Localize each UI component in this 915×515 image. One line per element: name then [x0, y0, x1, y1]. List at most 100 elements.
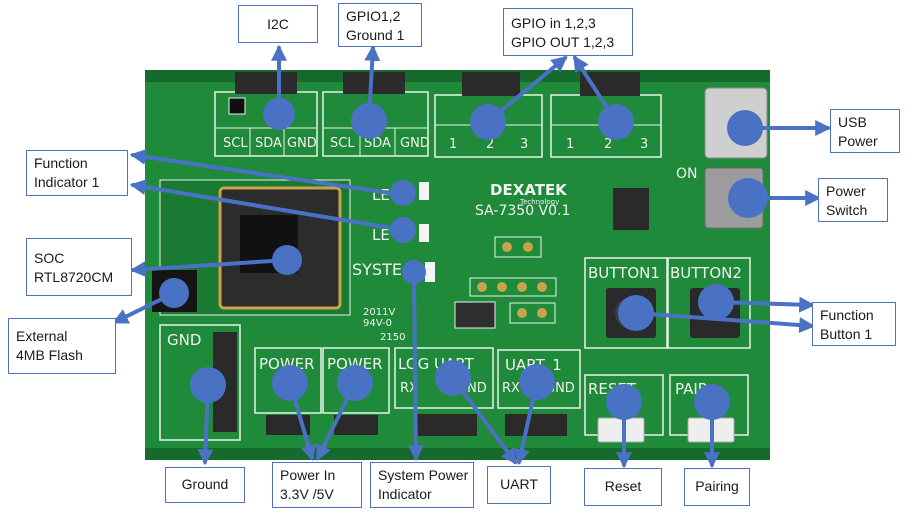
callout-reset: Reset: [584, 468, 662, 506]
regulator-chip: [613, 188, 649, 230]
marker-i2c: [263, 98, 295, 130]
gpio-in-header: 1 2 3: [434, 72, 543, 158]
callout-ground: Ground: [165, 467, 245, 503]
callout-gpio12-ground: GPIO1,2 Ground 1: [338, 3, 422, 47]
callout-usb-line1: USB: [838, 114, 867, 130]
callout-uart-line1: UART: [500, 476, 538, 492]
i2c-header: SCL SDA GND: [214, 72, 318, 157]
i2c-sda-label: SDA: [255, 136, 282, 151]
i2c-scl-label: SCL: [223, 136, 248, 151]
marker-system-led: [402, 260, 426, 284]
callout-gpio12-line2: Ground 1: [346, 27, 405, 43]
soc-module: [152, 179, 351, 316]
callout-function-indicator: Function Indicator 1: [26, 150, 128, 196]
marker-ground: [190, 367, 226, 403]
callout-usb-power: USB Power: [830, 109, 900, 153]
led2-label: LE: [372, 226, 390, 244]
brand-sub-label: Technology: [519, 198, 559, 206]
sensor-outline: [454, 301, 496, 329]
leader-system-power: [407, 270, 424, 462]
callout-pairing: Pairing: [684, 468, 750, 506]
callout-external-flash: External 4MB Flash: [8, 318, 116, 374]
marker-led1: [390, 180, 416, 206]
gpio-out-pin3: 3: [640, 137, 648, 152]
leader-soc: [129, 258, 289, 278]
callout-i2c: I2C: [238, 5, 318, 43]
marker-power1: [272, 365, 308, 401]
callout-function-button: Function Button 1: [812, 302, 896, 346]
callout-gpio-line2: GPIO OUT 1,2,3: [511, 34, 615, 50]
marker-soc: [272, 245, 302, 275]
marker-log-uart: [435, 360, 471, 396]
marker-gpio-in: [470, 104, 506, 140]
power-header-2: POWER: [322, 347, 390, 435]
leader-gpio-in: [488, 55, 568, 122]
marker-button1: [618, 295, 654, 331]
callout-pairing-line1: Pairing: [695, 478, 739, 494]
i2c-gnd-label: GND: [287, 136, 317, 151]
brand-label: DEXATEK: [490, 181, 568, 199]
gnd-header-label: GND: [167, 331, 201, 349]
on-label: ON: [676, 166, 698, 182]
marker-gpio12: [351, 103, 387, 139]
led1: [419, 182, 429, 200]
callout-power-in-line2: 3.3V /5V: [280, 486, 334, 502]
callout-soc-line2: RTL8720CM: [34, 269, 114, 285]
callout-soc-line1: SOC: [34, 250, 65, 266]
model-label: SA-7350 V0.1: [475, 203, 570, 219]
marker-power-switch: [728, 178, 768, 218]
callout-gpio-in-out: GPIO in 1,2,3 GPIO OUT 1,2,3: [503, 8, 633, 56]
callout-usb-line2: Power: [838, 133, 878, 149]
callout-soc: SOC RTL8720CM: [26, 238, 132, 296]
gpio12-scl-label: SCL: [330, 136, 355, 151]
callout-ground-line1: Ground: [181, 476, 229, 492]
marker-uart1: [519, 364, 555, 400]
callout-system-power-line1: System Power: [378, 467, 469, 483]
marker-usb: [727, 110, 763, 146]
callout-power-switch: Power Switch: [818, 178, 888, 222]
callout-gpio12-line1: GPIO1,2: [346, 8, 401, 24]
led2: [419, 224, 429, 242]
power1-label: POWER: [259, 355, 315, 373]
callout-flash-line2: 4MB Flash: [16, 347, 83, 363]
callout-function-button-line1: Function: [820, 307, 874, 323]
date-code: 2011V: [363, 307, 395, 318]
leader-function-indicator-b: [129, 179, 405, 232]
marker-gpio-out: [598, 104, 634, 140]
leader-button-a: [634, 311, 816, 334]
gpio-in-pin1: 1: [449, 137, 457, 152]
gpio12-gnd-label: GND: [400, 136, 430, 151]
jumper-pads: [469, 236, 557, 324]
callout-reset-line1: Reset: [604, 478, 642, 494]
callout-power-switch-line2: Switch: [826, 202, 868, 218]
power2-label: POWER: [327, 355, 383, 373]
marker-button2: [698, 284, 734, 320]
gpio12-header: SCL SDA GND: [322, 72, 430, 157]
callout-power-switch-line1: Power: [826, 183, 866, 199]
callout-function-button-line2: Button 1: [820, 326, 873, 342]
callout-gpio-line1: GPIO in 1,2,3: [511, 15, 596, 31]
marker-pair: [694, 384, 730, 420]
marker-led2: [390, 217, 416, 243]
leader-function-indicator-a: [129, 148, 405, 197]
led1-label: LE: [372, 186, 390, 204]
pcb-bottom-shade: [145, 448, 770, 460]
leader-lines: [112, 44, 832, 469]
marker-dots: [159, 98, 768, 420]
callout-function-indicator-line2: Indicator 1: [34, 174, 100, 190]
button1-label: BUTTON1: [588, 264, 660, 282]
callout-i2c-line1: I2C: [267, 16, 289, 32]
system-label: SYSTE: [352, 260, 402, 279]
gpio-out-pin1: 1: [566, 137, 574, 152]
marker-flash: [159, 278, 189, 308]
date-code-2: 94V-0: [363, 318, 392, 329]
pcb-board: [145, 70, 770, 460]
callout-system-power-indicator: System Power Indicator: [370, 462, 474, 508]
gpio12-sda-label: SDA: [364, 136, 391, 151]
marker-reset: [606, 384, 642, 420]
callout-function-indicator-line1: Function: [34, 155, 88, 171]
marker-power2: [337, 365, 373, 401]
callout-uart: UART: [487, 466, 551, 504]
callout-flash-line1: External: [16, 328, 68, 344]
